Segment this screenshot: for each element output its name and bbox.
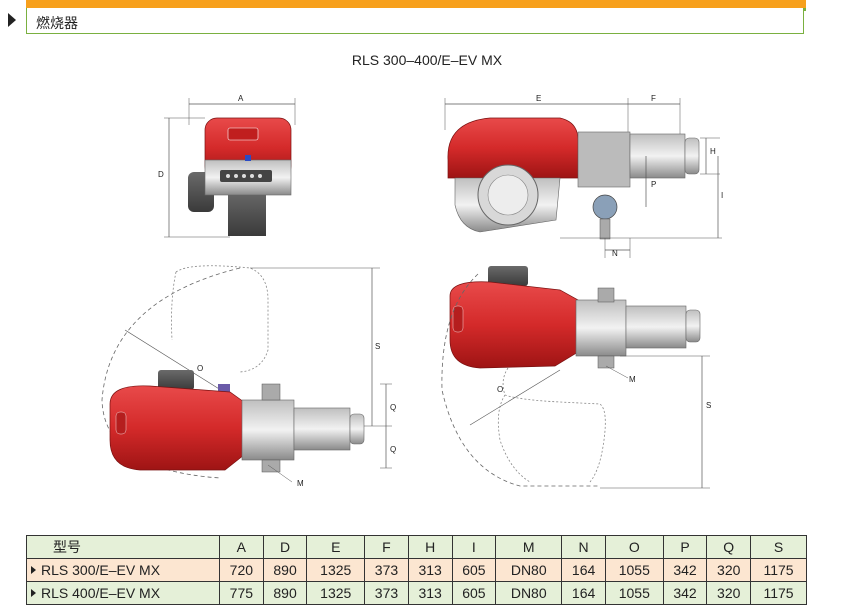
dim-label-f: F [651, 94, 656, 103]
row-triangle-icon [31, 589, 36, 598]
table-cell: 1055 [604, 581, 664, 605]
dim-label-s-right: S [706, 401, 711, 410]
table-cell: DN80 [495, 558, 563, 582]
dim-label-q-upper: Q [390, 403, 396, 412]
table-cell: 342 [662, 558, 708, 582]
table-cell: 890 [262, 558, 308, 582]
table-cell: 890 [262, 581, 308, 605]
table-cell: 320 [706, 581, 752, 605]
table-header-cell: N [561, 535, 606, 559]
table-header-cell: 型号 [26, 535, 220, 559]
model-title: RLS 300–400/E–EV MX [351, 52, 503, 68]
top-accent-bar [26, 0, 806, 8]
table-header-cell: E [306, 535, 366, 559]
table-cell: 373 [364, 558, 409, 582]
table-header-cell: S [750, 535, 807, 559]
dim-label-h: H [710, 147, 716, 156]
table-cell-model: RLS 300/E–EV MX [26, 558, 220, 582]
table-cell: 313 [407, 581, 453, 605]
dim-label-q-lower: Q [390, 445, 396, 454]
table-cell: 164 [561, 558, 606, 582]
table-cell: 1175 [750, 558, 807, 582]
table-header-cell: P [662, 535, 708, 559]
table-row: RLS 300/E–EV MX 720 890 1325 373 313 605… [26, 558, 807, 582]
front-view: A D [158, 94, 296, 238]
table-header-cell: F [364, 535, 409, 559]
dim-label-m-left: M [297, 479, 304, 488]
table-cell: 1175 [750, 581, 807, 605]
dim-label-n: N [612, 249, 618, 258]
table-header-cell: A [219, 535, 264, 559]
table-row: RLS 400/E–EV MX 775 890 1325 373 313 605… [26, 581, 807, 605]
dim-label-o-right: O [497, 385, 503, 394]
table-header-cell: H [407, 535, 453, 559]
spec-table: 型号 A D E F H I M N O P Q S RLS 300/E–EV … [26, 535, 807, 605]
model-name: RLS 400/E–EV MX [41, 585, 161, 601]
table-header-cell: D [262, 535, 308, 559]
dim-label-o-left: O [197, 364, 203, 373]
plan-view-right: M O S [441, 266, 711, 489]
table-cell: 775 [219, 581, 264, 605]
table-header-cell: M [495, 535, 563, 559]
dim-label-m-right: M [629, 375, 636, 384]
section-title: 燃烧器 [36, 16, 78, 32]
table-cell: 605 [451, 558, 497, 582]
side-view: E F H I P N [444, 94, 723, 258]
table-cell-model: RLS 400/E–EV MX [26, 581, 220, 605]
dim-label-d: D [158, 170, 164, 179]
table-header-cell: O [604, 535, 664, 559]
dim-label-a: A [238, 94, 244, 103]
table-cell: 342 [662, 581, 708, 605]
table-cell: 1325 [306, 558, 366, 582]
dim-label-e: E [536, 94, 541, 103]
table-header-cell: I [451, 535, 497, 559]
dim-label-i: I [721, 191, 723, 200]
dim-label-p: P [651, 180, 656, 189]
dim-label-s-left: S [375, 342, 380, 351]
table-cell: 320 [706, 558, 752, 582]
table-cell: 720 [219, 558, 264, 582]
table-cell: 1055 [604, 558, 664, 582]
plan-view-left: O M S Q Q [101, 265, 396, 488]
model-name: RLS 300/E–EV MX [41, 562, 161, 578]
table-cell: DN80 [495, 581, 563, 605]
row-triangle-icon [31, 566, 36, 575]
table-header-cell: Q [706, 535, 752, 559]
table-cell: 164 [561, 581, 606, 605]
table-cell: 1325 [306, 581, 366, 605]
section-triangle-icon [8, 13, 16, 27]
table-cell: 373 [364, 581, 409, 605]
table-header-row: 型号 A D E F H I M N O P Q S [26, 535, 807, 559]
table-cell: 313 [407, 558, 453, 582]
section-header [26, 8, 804, 34]
burner-drawing: A D E F H I [101, 94, 723, 489]
table-cell: 605 [451, 581, 497, 605]
